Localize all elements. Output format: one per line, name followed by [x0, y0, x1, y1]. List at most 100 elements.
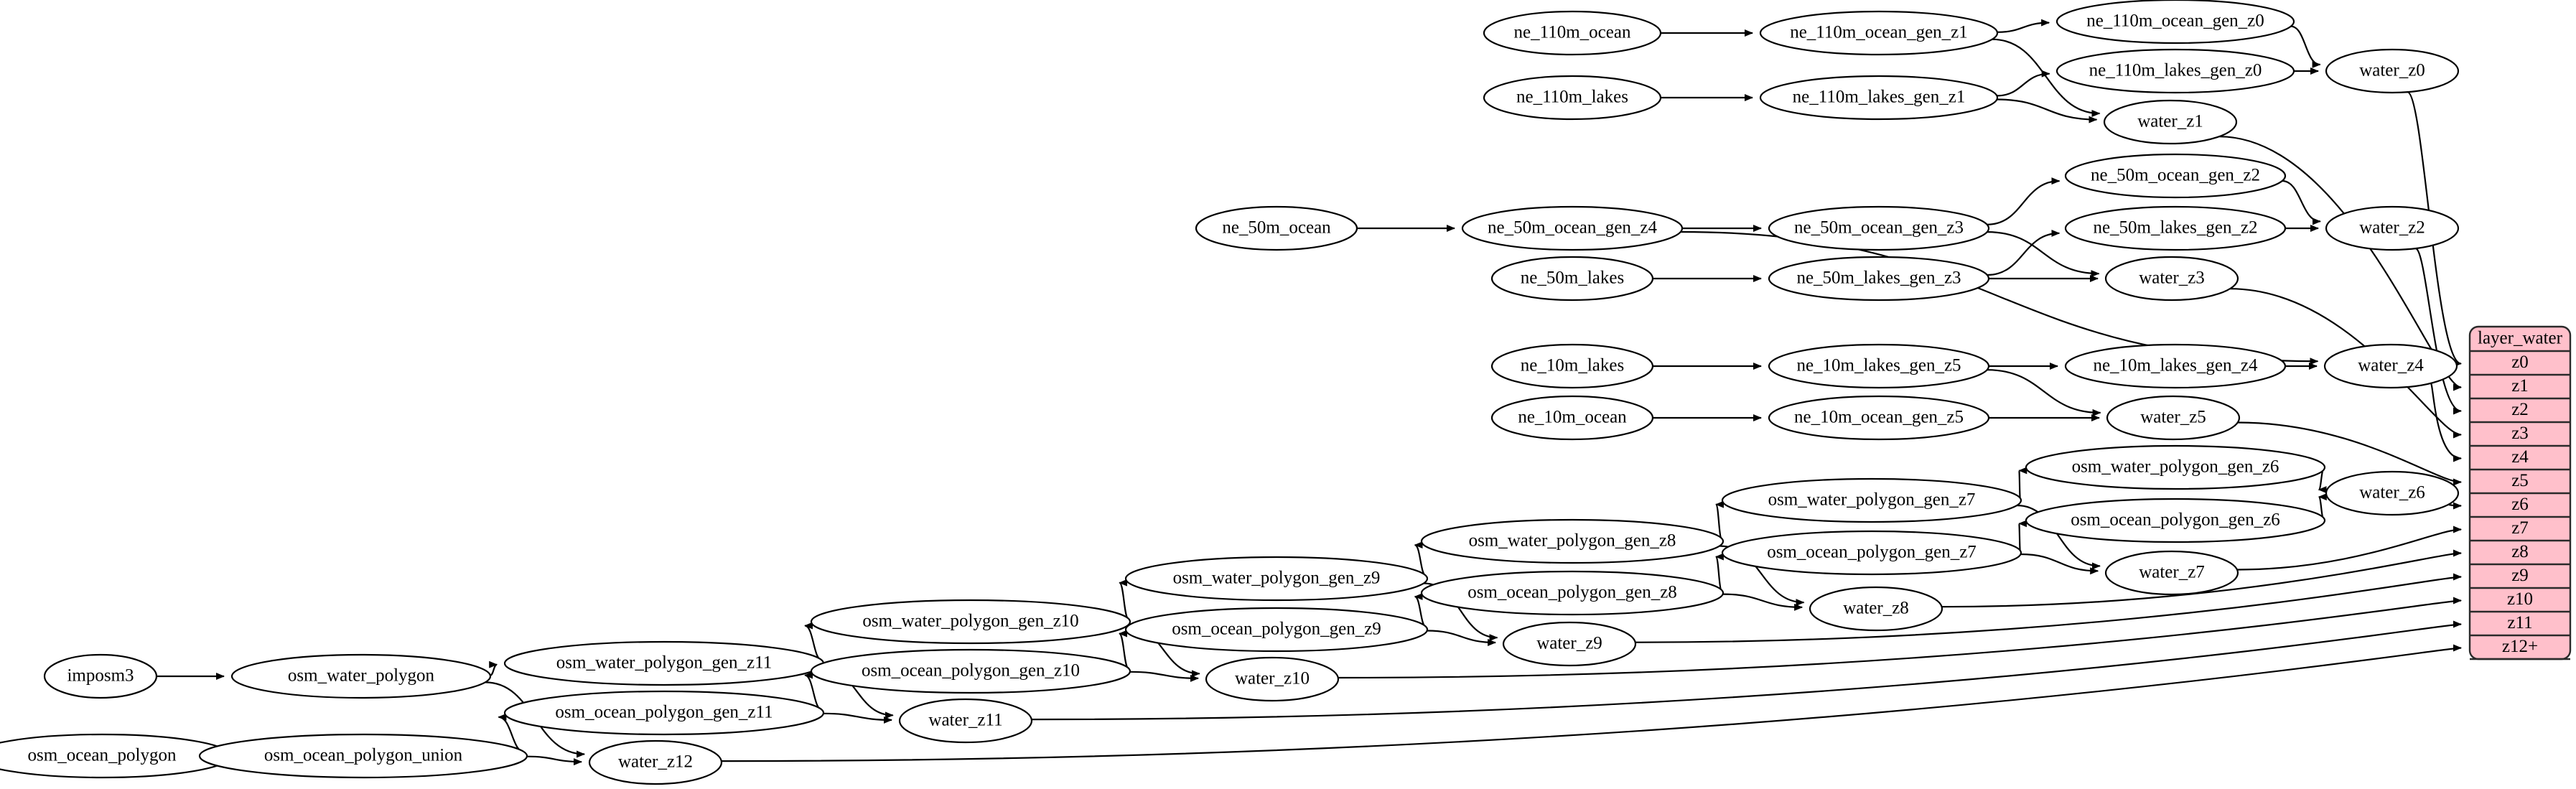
node-label: water_z8: [1843, 599, 1909, 618]
node-label: ne_50m_lakes_gen_z2: [2093, 218, 2257, 238]
node-osm_water_polygon_gen_z7[interactable]: osm_water_polygon_gen_z7: [1721, 477, 2022, 523]
node-ne_10m_lakes_gen_z4[interactable]: ne_10m_lakes_gen_z4: [2064, 343, 2287, 389]
node-ne_110m_ocean_gen_z0[interactable]: ne_110m_ocean_gen_z0: [2055, 0, 2295, 45]
node-label: osm_water_polygon_gen_z6: [2072, 457, 2279, 477]
node-osm_ocean_polygon_gen_z11[interactable]: osm_ocean_polygon_gen_z11: [503, 690, 825, 736]
node-shape: [2325, 48, 2460, 94]
node-osm_ocean_polygon_union[interactable]: osm_ocean_polygon_union: [198, 733, 528, 779]
node-label: water_z2: [2359, 218, 2425, 238]
node-water_z9[interactable]: water_z9: [1502, 621, 1637, 667]
node-water_z7[interactable]: water_z7: [2104, 550, 2239, 596]
node-shape: [1124, 556, 1429, 602]
graph-edge: [1987, 177, 2061, 225]
node-ne_50m_ocean[interactable]: ne_50m_ocean: [1195, 205, 1358, 251]
node-label: water_z11: [928, 711, 1002, 730]
table-edge-z7: [2236, 526, 2462, 571]
graph-edge: [1997, 19, 2050, 33]
node-label: water_z12: [618, 752, 693, 772]
node-water_z0[interactable]: water_z0: [2325, 48, 2460, 94]
node-label: ne_110m_lakes: [1516, 88, 1628, 107]
node-imposm3[interactable]: imposm3: [43, 653, 158, 699]
node-label: osm_water_polygon_gen_z10: [862, 612, 1078, 631]
graph-edge: [2020, 553, 2099, 575]
node-water_z6[interactable]: water_z6: [2325, 470, 2460, 516]
node-water_z3[interactable]: water_z3: [2104, 256, 2239, 302]
node-ne_50m_lakes[interactable]: ne_50m_lakes: [1490, 256, 1654, 302]
layer-water-row-z11: z11: [2507, 613, 2532, 632]
node-osm_water_polygon_gen_z8[interactable]: osm_water_polygon_gen_z8: [1420, 518, 1725, 564]
node-shape: [2325, 205, 2460, 251]
node-osm_ocean_polygon_gen_z10[interactable]: osm_ocean_polygon_gen_z10: [810, 648, 1131, 694]
node-shape: [2103, 99, 2238, 145]
node-osm_ocean_polygon_gen_z6[interactable]: osm_ocean_polygon_gen_z6: [2025, 498, 2326, 543]
node-ne_50m_ocean_gen_z3[interactable]: ne_50m_ocean_gen_z3: [1768, 205, 1990, 251]
node-label: imposm3: [67, 666, 134, 686]
node-water_z8[interactable]: water_z8: [1809, 586, 1943, 632]
node-label: ne_10m_lakes: [1521, 356, 1624, 375]
node-osm_ocean_polygon[interactable]: osm_ocean_polygon: [0, 733, 233, 779]
node-label: water_z6: [2359, 483, 2425, 503]
graph-edge: [1680, 230, 2319, 365]
layer-water-row-z1: z1: [2511, 376, 2529, 396]
node-water_z1[interactable]: water_z1: [2103, 99, 2238, 145]
node-ne_10m_lakes_gen_z5[interactable]: ne_10m_lakes_gen_z5: [1768, 343, 1990, 389]
node-shape: [588, 739, 723, 785]
node-ne_50m_lakes_gen_z3[interactable]: ne_50m_lakes_gen_z3: [1768, 256, 1990, 302]
node-ne_50m_lakes_gen_z2[interactable]: ne_50m_lakes_gen_z2: [2064, 205, 2287, 251]
node-shape: [1490, 343, 1654, 389]
node-osm_water_polygon_gen_z6[interactable]: osm_water_polygon_gen_z6: [2025, 444, 2326, 490]
table-edge-z5: [2237, 421, 2462, 486]
graph-edge: [1722, 593, 1803, 611]
graph-edge: [1997, 98, 2098, 123]
graph-edge: [1119, 579, 1129, 620]
node-osm_water_polygon[interactable]: osm_water_polygon: [230, 653, 492, 699]
node-water_z4[interactable]: water_z4: [2323, 343, 2458, 389]
node-water_z5[interactable]: water_z5: [2106, 395, 2241, 441]
node-osm_ocean_polygon_gen_z7[interactable]: osm_ocean_polygon_gen_z7: [1721, 530, 2022, 576]
graph-edge: [2282, 179, 2321, 225]
node-shape: [1809, 586, 1943, 632]
node-ne_10m_ocean[interactable]: ne_10m_ocean: [1490, 395, 1654, 441]
layer-water-table: layer_waterz0z1z2z3z4z5z6z7z8z9z10z11z12…: [2468, 325, 2572, 660]
node-shape: [1420, 518, 1725, 564]
node-water_z2[interactable]: water_z2: [2325, 205, 2460, 251]
node-label: ne_110m_lakes_gen_z1: [1793, 88, 1966, 107]
node-label: water_z3: [2139, 269, 2205, 288]
node-ne_110m_ocean[interactable]: ne_110m_ocean: [1483, 10, 1662, 56]
node-label: osm_water_polygon_gen_z9: [1173, 569, 1381, 588]
node-ne_110m_ocean_gen_z1[interactable]: ne_110m_ocean_gen_z1: [1759, 10, 1999, 56]
node-label: water_z7: [2139, 563, 2205, 582]
graph-edge: [2018, 467, 2027, 499]
node-osm_ocean_polygon_gen_z9[interactable]: osm_ocean_polygon_gen_z9: [1124, 607, 1429, 653]
node-shape: [1490, 395, 1654, 441]
node-shape: [1759, 75, 1999, 121]
layer-water-row-z9: z9: [2511, 566, 2529, 585]
node-water_z12[interactable]: water_z12: [588, 739, 723, 785]
table-edge-z11: [1031, 620, 2462, 721]
node-label: ne_10m_ocean: [1518, 408, 1627, 427]
table-edges-layer: [721, 91, 2462, 762]
node-ne_110m_lakes[interactable]: ne_110m_lakes: [1483, 75, 1662, 121]
node-shape: [2064, 205, 2287, 251]
node-osm_ocean_polygon_gen_z8[interactable]: osm_ocean_polygon_gen_z8: [1420, 570, 1725, 616]
node-ne_110m_lakes_gen_z1[interactable]: ne_110m_lakes_gen_z1: [1759, 75, 1999, 121]
node-label: ne_50m_ocean_gen_z4: [1488, 218, 1658, 238]
node-label: ne_50m_lakes_gen_z3: [1796, 269, 1961, 288]
node-shape: [2055, 0, 2295, 45]
node-ne_50m_ocean_gen_z2[interactable]: ne_50m_ocean_gen_z2: [2064, 153, 2287, 199]
node-ne_10m_ocean_gen_z5[interactable]: ne_10m_ocean_gen_z5: [1768, 395, 1990, 441]
node-label: ne_50m_ocean_gen_z2: [2091, 166, 2260, 185]
node-water_z11[interactable]: water_z11: [898, 698, 1033, 744]
node-label: ne_50m_ocean: [1222, 218, 1331, 238]
node-shape: [2025, 498, 2326, 543]
node-osm_water_polygon_gen_z9[interactable]: osm_water_polygon_gen_z9: [1124, 556, 1429, 602]
node-ne_10m_lakes[interactable]: ne_10m_lakes: [1490, 343, 1654, 389]
node-label: ne_10m_ocean_gen_z5: [1794, 408, 1964, 427]
node-osm_water_polygon_gen_z10[interactable]: osm_water_polygon_gen_z10: [810, 599, 1131, 645]
node-ne_110m_lakes_gen_z0[interactable]: ne_110m_lakes_gen_z0: [2055, 48, 2295, 94]
graph-edge: [2017, 504, 2101, 570]
node-osm_water_polygon_gen_z11[interactable]: osm_water_polygon_gen_z11: [503, 640, 825, 686]
node-water_z10[interactable]: water_z10: [1205, 656, 1340, 702]
node-ne_50m_ocean_gen_z4[interactable]: ne_50m_ocean_gen_z4: [1461, 205, 1684, 251]
